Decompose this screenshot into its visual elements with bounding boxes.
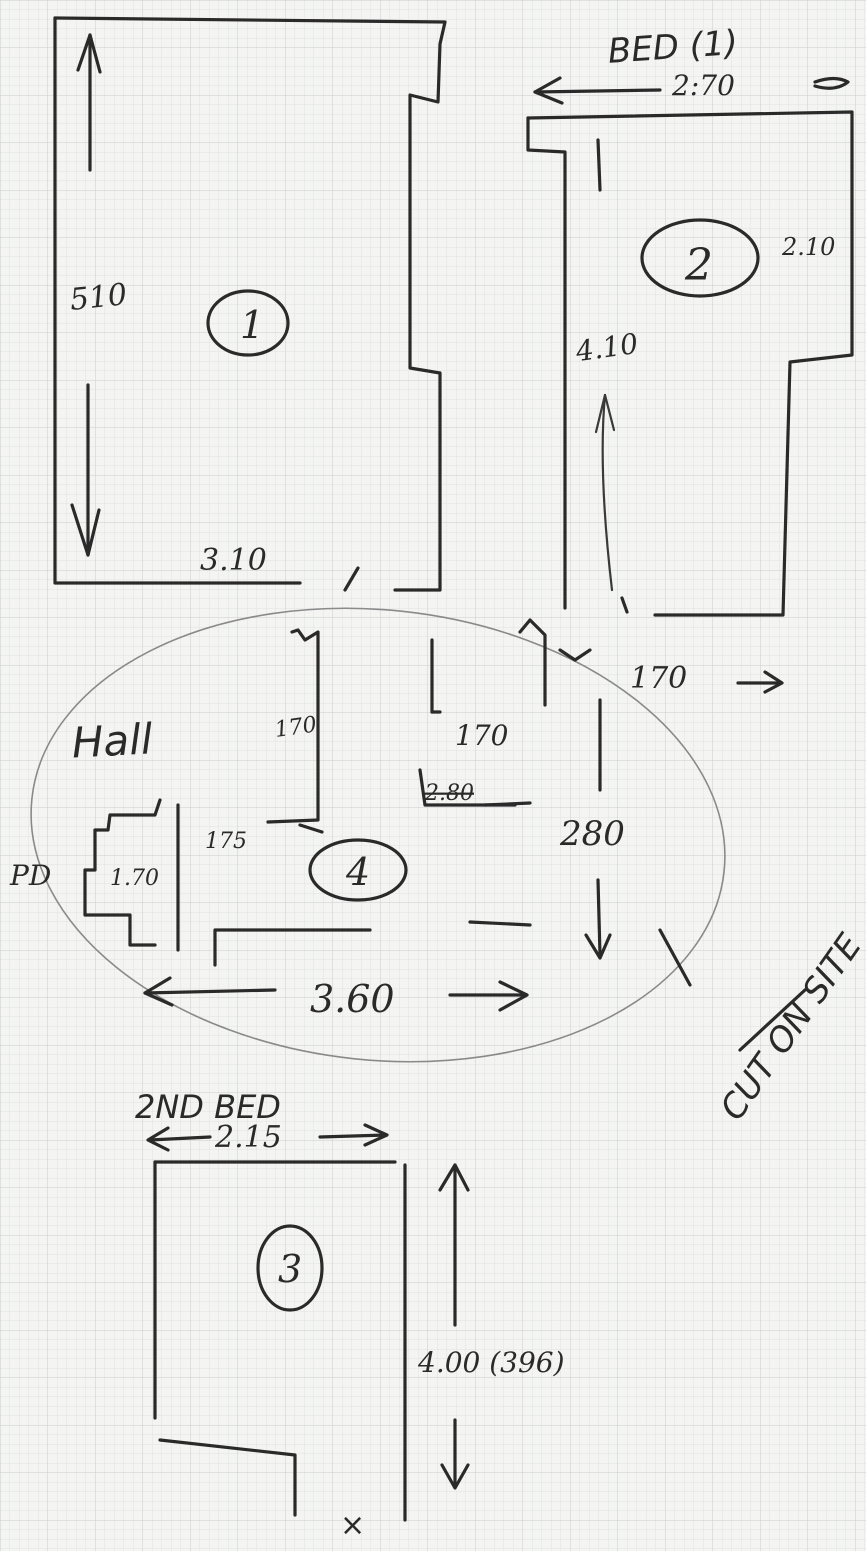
room-2-number-circle: 2 [640,218,760,298]
room-1-dimension-arrow [70,33,102,557]
room-4-number-circle: 4 [308,838,408,902]
room-3-outline [153,1160,407,1522]
room-3-number-circle: 3 [256,1224,324,1312]
hall-strike-label: 2.80 [424,781,474,806]
hall-left-label: PD [9,859,51,892]
room-3-height-label: 4.00 (396) [417,1346,565,1379]
hall-outline-ellipse [30,607,726,1063]
x-mark: × [340,1508,365,1543]
room-2-width-arrow [533,76,850,105]
hall-width-arrow [143,976,529,1012]
hall-label-170-b: 170 [455,719,508,752]
svg-text:4: 4 [345,850,370,894]
room-1-width-label: 3.10 [200,543,267,578]
hall-title: Hall [71,714,154,767]
hall-width-label: 3.60 [310,977,395,1021]
cut-on-site-mark [658,928,807,1052]
hall-right-arrow [483,801,612,960]
room-3-width-label: 2.15 [214,1120,282,1155]
room-2-outline [526,110,854,617]
hall-walls [83,618,602,967]
room-1-outline [53,16,447,592]
room-2-header: BED (1) [607,23,739,72]
svg-text:3: 3 [278,1247,302,1291]
room-3-width-arrow [146,1123,389,1152]
room-2-bottom-label: 170 [630,661,687,696]
hall-label-280: 280 [559,814,625,854]
room-2-dimension-arrow [594,393,616,592]
svg-text:1: 1 [240,303,264,347]
room-1-height-label: 510 [68,277,129,318]
room-3-dimension-arrow [438,1163,470,1490]
hall-label-175: 175 [205,829,247,854]
svg-text:2: 2 [684,240,713,291]
room-2-width-label: 2:70 [671,69,735,102]
hall-label-170-a: 170 [273,712,318,743]
hall-label-1-70: 1.70 [110,866,159,891]
room-3-header: 2ND BED [135,1088,281,1126]
room-2-bottom-arrow [736,670,784,694]
room-1-number-circle: 1 [206,289,290,357]
room-2-right-label: 2.10 [781,233,835,261]
